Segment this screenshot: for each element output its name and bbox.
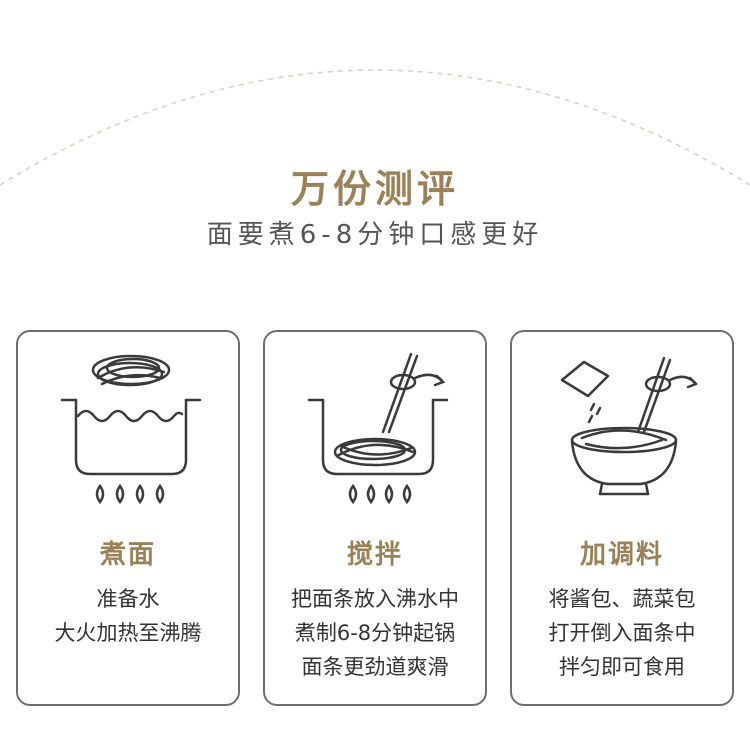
step-description: 准备水 大火加热至沸腾 (18, 582, 238, 650)
step-line: 把面条放入沸水中 (291, 587, 459, 611)
step-card-stir: 搅拌 把面条放入沸水中 煮制6-8分钟起锅 面条更劲道爽滑 (263, 330, 487, 706)
step-card-boil: 煮面 准备水 大火加热至沸腾 (16, 330, 240, 706)
step-line: 打开倒入面条中 (548, 621, 696, 645)
seasoning-bowl-icon (560, 356, 698, 496)
step-line: 拌匀即可食用 (559, 655, 685, 679)
stirring-pot-icon (307, 352, 449, 505)
step-title: 加调料 (579, 540, 664, 570)
step-title: 煮面 (99, 540, 156, 570)
step-card-season: 加调料 将酱包、蔬菜包 打开倒入面条中 拌匀即可食用 (510, 330, 734, 706)
step-line: 面条更劲道爽滑 (301, 655, 449, 679)
step-line: 大火加热至沸腾 (54, 621, 202, 645)
step-description: 把面条放入沸水中 煮制6-8分钟起锅 面条更劲道爽滑 (265, 582, 485, 684)
page-subtitle: 面要煮6-8分钟口感更好 (206, 220, 544, 250)
step-line: 煮制6-8分钟起锅 (294, 621, 456, 645)
step-description: 将酱包、蔬菜包 打开倒入面条中 拌匀即可食用 (512, 582, 732, 684)
step-title: 搅拌 (346, 540, 403, 570)
boiling-pot-icon (60, 354, 202, 505)
step-line: 准备水 (96, 587, 160, 611)
page-title: 万份测评 (290, 167, 459, 211)
step-line: 将酱包、蔬菜包 (548, 587, 696, 611)
decorative-dashed-arc (0, 69, 750, 186)
